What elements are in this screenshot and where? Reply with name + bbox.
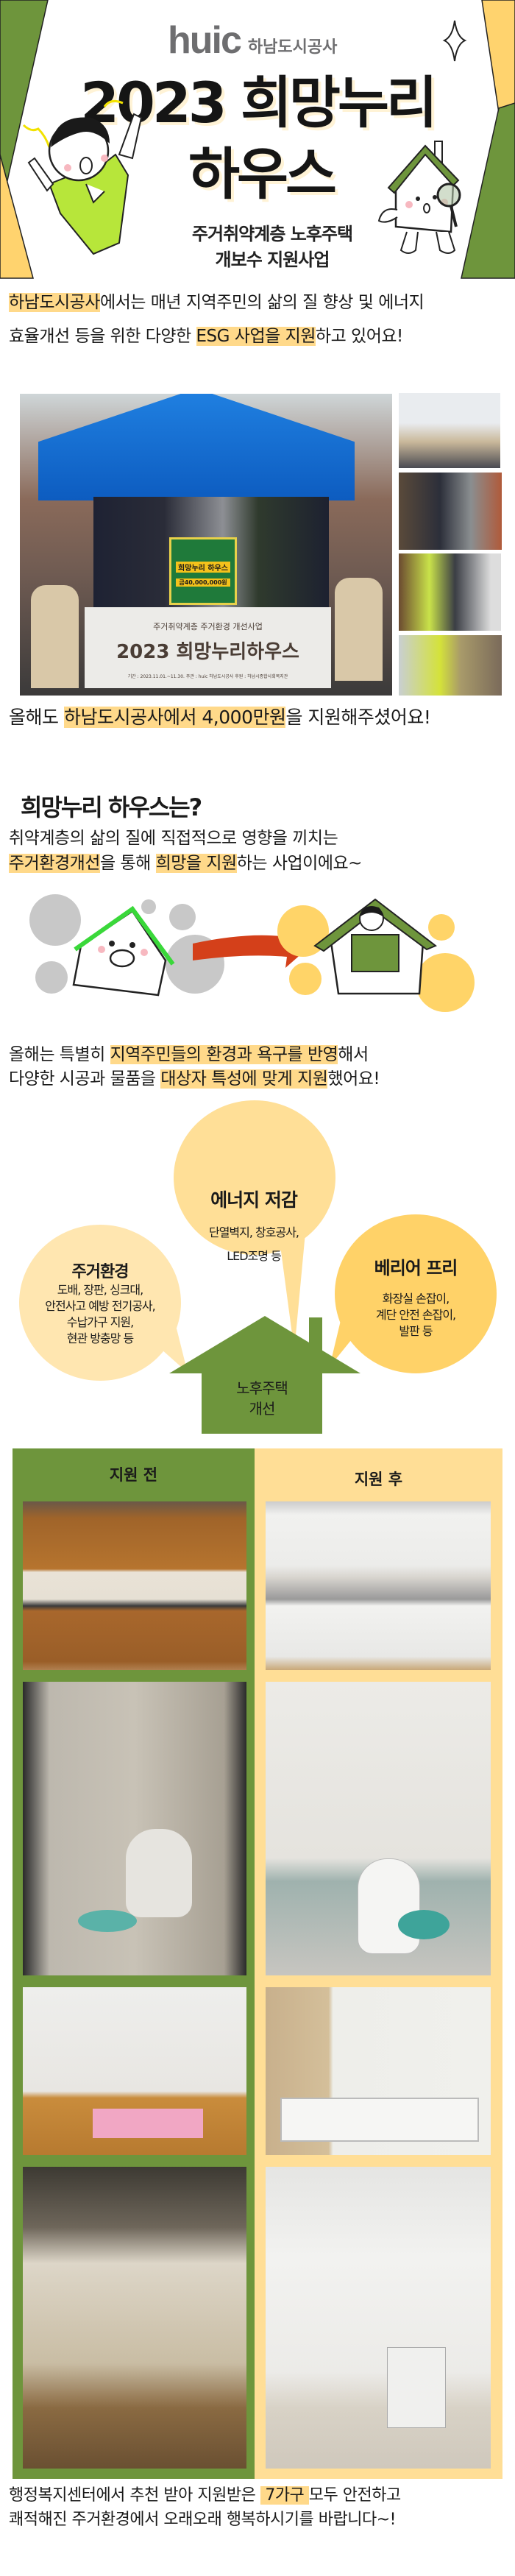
special-text-line1: 올해는 특별히 [9, 1045, 110, 1064]
blanket [93, 2109, 203, 2138]
banner-line3: 기간 : 2023.11.01.~11.30. 주관 : huic 하남도시공사… [127, 674, 288, 679]
bubble-energy-line: 단열벽지, 창호공사, [208, 1225, 299, 1239]
closing-text-line2: 쾌적해진 주거환경에서 오래오래 행복하시기를 바랍니다~! [9, 2510, 397, 2529]
logo: huic 하남도시공사 [168, 19, 338, 62]
magnifier-icon [436, 183, 461, 208]
bubble-barrier-line: 발판 등 [399, 1324, 433, 1338]
special-text-line2: 다양한 시공과 물품을 [9, 1069, 161, 1089]
highlight-housing: 주거환경개선 [9, 854, 100, 873]
tent [38, 394, 355, 500]
basin [398, 1910, 450, 1939]
banner-line2: 2023 희망누리하우스 [116, 641, 299, 663]
after-kitchenette-photo [266, 2167, 491, 2469]
intro-text-line2-end: 하고 있어요! [315, 327, 403, 346]
happy-house-icon [277, 898, 475, 1012]
closing-text-line1: 행정복지센터에서 추천 받아 지원받은 [9, 2486, 260, 2505]
bubble-diagram [19, 1100, 497, 1434]
logo-name: 하남도시공사 [247, 38, 338, 57]
logo-mark: huic [168, 19, 242, 62]
before-kitchenette-photo [23, 2167, 246, 2469]
highlight-company: 하남도시공사 [9, 293, 100, 312]
site-visit-photo-1 [399, 473, 502, 550]
before-room-photo [23, 1987, 246, 2155]
bubble-energy-line: LED조명 등 [227, 1249, 282, 1263]
after-room-photo [266, 1987, 491, 2155]
placard-title: 희망누리 하우스 [176, 562, 230, 573]
after-label: 지원 후 [354, 1471, 403, 1488]
basin [78, 1910, 137, 1932]
before-label: 지원 전 [109, 1466, 158, 1484]
highlight-hope: 희망을 지원 [155, 854, 237, 873]
page-title-line2: 하우스 [188, 141, 337, 207]
subtitle-line1: 주거취약계층 노후주택 [191, 224, 353, 244]
caption-text-end: 을 지원해주셨어요! [285, 707, 431, 728]
bubble-barrier-line: 화장실 손잡이, [382, 1292, 450, 1306]
bed [280, 2098, 479, 2142]
toilet [358, 1858, 420, 1954]
header-banner: huic 하남도시공사 2023 희망누리 하우스 주거취약계층 노후주택 개보… [0, 0, 515, 280]
section-title-about: 희망누리 하우스는? [21, 793, 202, 821]
house-label-line1: 노후주택 [236, 1379, 288, 1397]
special-text-line1-end: 해서 [338, 1045, 369, 1064]
site-visit-photo-2 [399, 553, 501, 631]
highlight-amount: 하남도시공사에서 4,000만원 [63, 707, 286, 728]
bubble-energy-title: 에너지 저감 [210, 1189, 298, 1211]
corner-decoration [0, 0, 515, 279]
after-kitchen-photo [266, 1501, 491, 1670]
caption-text: 올해도 [9, 707, 64, 728]
intro-text-line2: 효율개선 등을 위한 다양한 [9, 327, 196, 346]
meeting-photo [399, 393, 500, 468]
placard: 희망누리 하우스 금40,000,000원 [169, 537, 237, 605]
about-text-line2-end: 하는 사업이에요~ [236, 854, 363, 873]
site-visit-photo-3 [399, 635, 502, 696]
bubble-housing-line: 도배, 장판, 싱크대, [57, 1283, 143, 1297]
kneeling-person [31, 585, 79, 688]
house-label-line2: 개선 [249, 1400, 276, 1418]
before-after-house-illustration [29, 894, 475, 1012]
worried-house-icon [29, 894, 224, 997]
about-text: 취약계층의 삶의 질에 직접적으로 영향을 끼치는 주거환경개선을 통해 희망을… [9, 826, 509, 876]
before-kitchen-photo [23, 1501, 246, 1670]
after-bathroom-photo [266, 1682, 491, 1975]
special-text: 올해는 특별히 지역주민들의 환경과 욕구를 반영해서 다양한 시공과 물품을 … [9, 1043, 509, 1091]
placard-amount: 금40,000,000원 [176, 578, 230, 587]
bubble-barrier-line: 계단 안전 손잡이, [375, 1308, 456, 1322]
sink-cabinet [387, 2347, 446, 2428]
intro-text-line1: 에서는 매년 지역주민의 삶의 질 향상 및 에너지 [99, 293, 425, 312]
house-label: 노후주택 개선 [202, 1378, 322, 1419]
banner: 주거취약계층 주거환경 개선사업 2023 희망누리하우스 기간 : 2023.… [85, 607, 331, 688]
special-text-line2-end: 했어요! [327, 1069, 380, 1089]
support-caption: 올해도 하남도시공사에서 4,000만원을 지원해주셨어요! [9, 701, 509, 735]
cheering-person-illustration [22, 99, 143, 255]
ceremony-photo: 희망누리 하우스 금40,000,000원 주거취약계층 주거환경 개선사업 2… [20, 394, 392, 696]
subtitle-line2: 개보수 지원사업 [215, 250, 330, 270]
about-text-line1: 취약계층의 삶의 질에 직접적으로 영향을 끼치는 [9, 829, 338, 848]
closing-text-line1-end: 모두 안전하고 [308, 2486, 401, 2505]
banner-line1: 주거취약계층 주거환경 개선사업 [153, 622, 263, 631]
arrow-icon [193, 925, 309, 968]
highlight-tailored: 대상자 특성에 맞게 지원 [160, 1069, 328, 1089]
highlight-needs: 지역주민들의 환경과 욕구를 반영 [110, 1045, 338, 1064]
intro-text: 하남도시공사에서는 매년 지역주민의 삶의 질 향상 및 에너지 효율개선 등을… [9, 286, 509, 353]
about-text-line2: 을 통해 [99, 854, 156, 873]
bubble-housing-line: 수납가구 지원, [66, 1315, 135, 1329]
bubble-housing-line: 현관 방충망 등 [66, 1331, 135, 1345]
before-bathroom-photo [23, 1682, 246, 1975]
highlight-households: 7가구 [260, 2486, 309, 2505]
bubble-energy: 에너지 저감 단열벽지, 창호공사, LED조명 등 [180, 1189, 327, 1264]
highlight-esg: ESG 사업을 지원 [196, 327, 316, 346]
house-mascot-illustration [377, 141, 461, 254]
toilet [126, 1829, 192, 1917]
kneeling-person [335, 578, 383, 681]
sparkle-icon [442, 20, 467, 62]
bubble-housing-title: 주거환경 [71, 1263, 129, 1281]
bubble-barrier-title: 베리어 프리 [374, 1258, 458, 1278]
closing-text: 행정복지센터에서 추천 받아 지원받은 7가구 모두 안전하고 쾌적해진 주거환… [9, 2483, 509, 2532]
bubble-barrier-free: 베리어 프리 화장실 손잡이, 계단 안전 손잡이, 발판 등 [338, 1258, 493, 1340]
bubble-housing-line: 안전사고 예방 전기공사, [45, 1299, 155, 1313]
bubble-housing: 주거환경 도배, 장판, 싱크대, 안전사고 예방 전기공사, 수납가구 지원,… [20, 1264, 180, 1347]
